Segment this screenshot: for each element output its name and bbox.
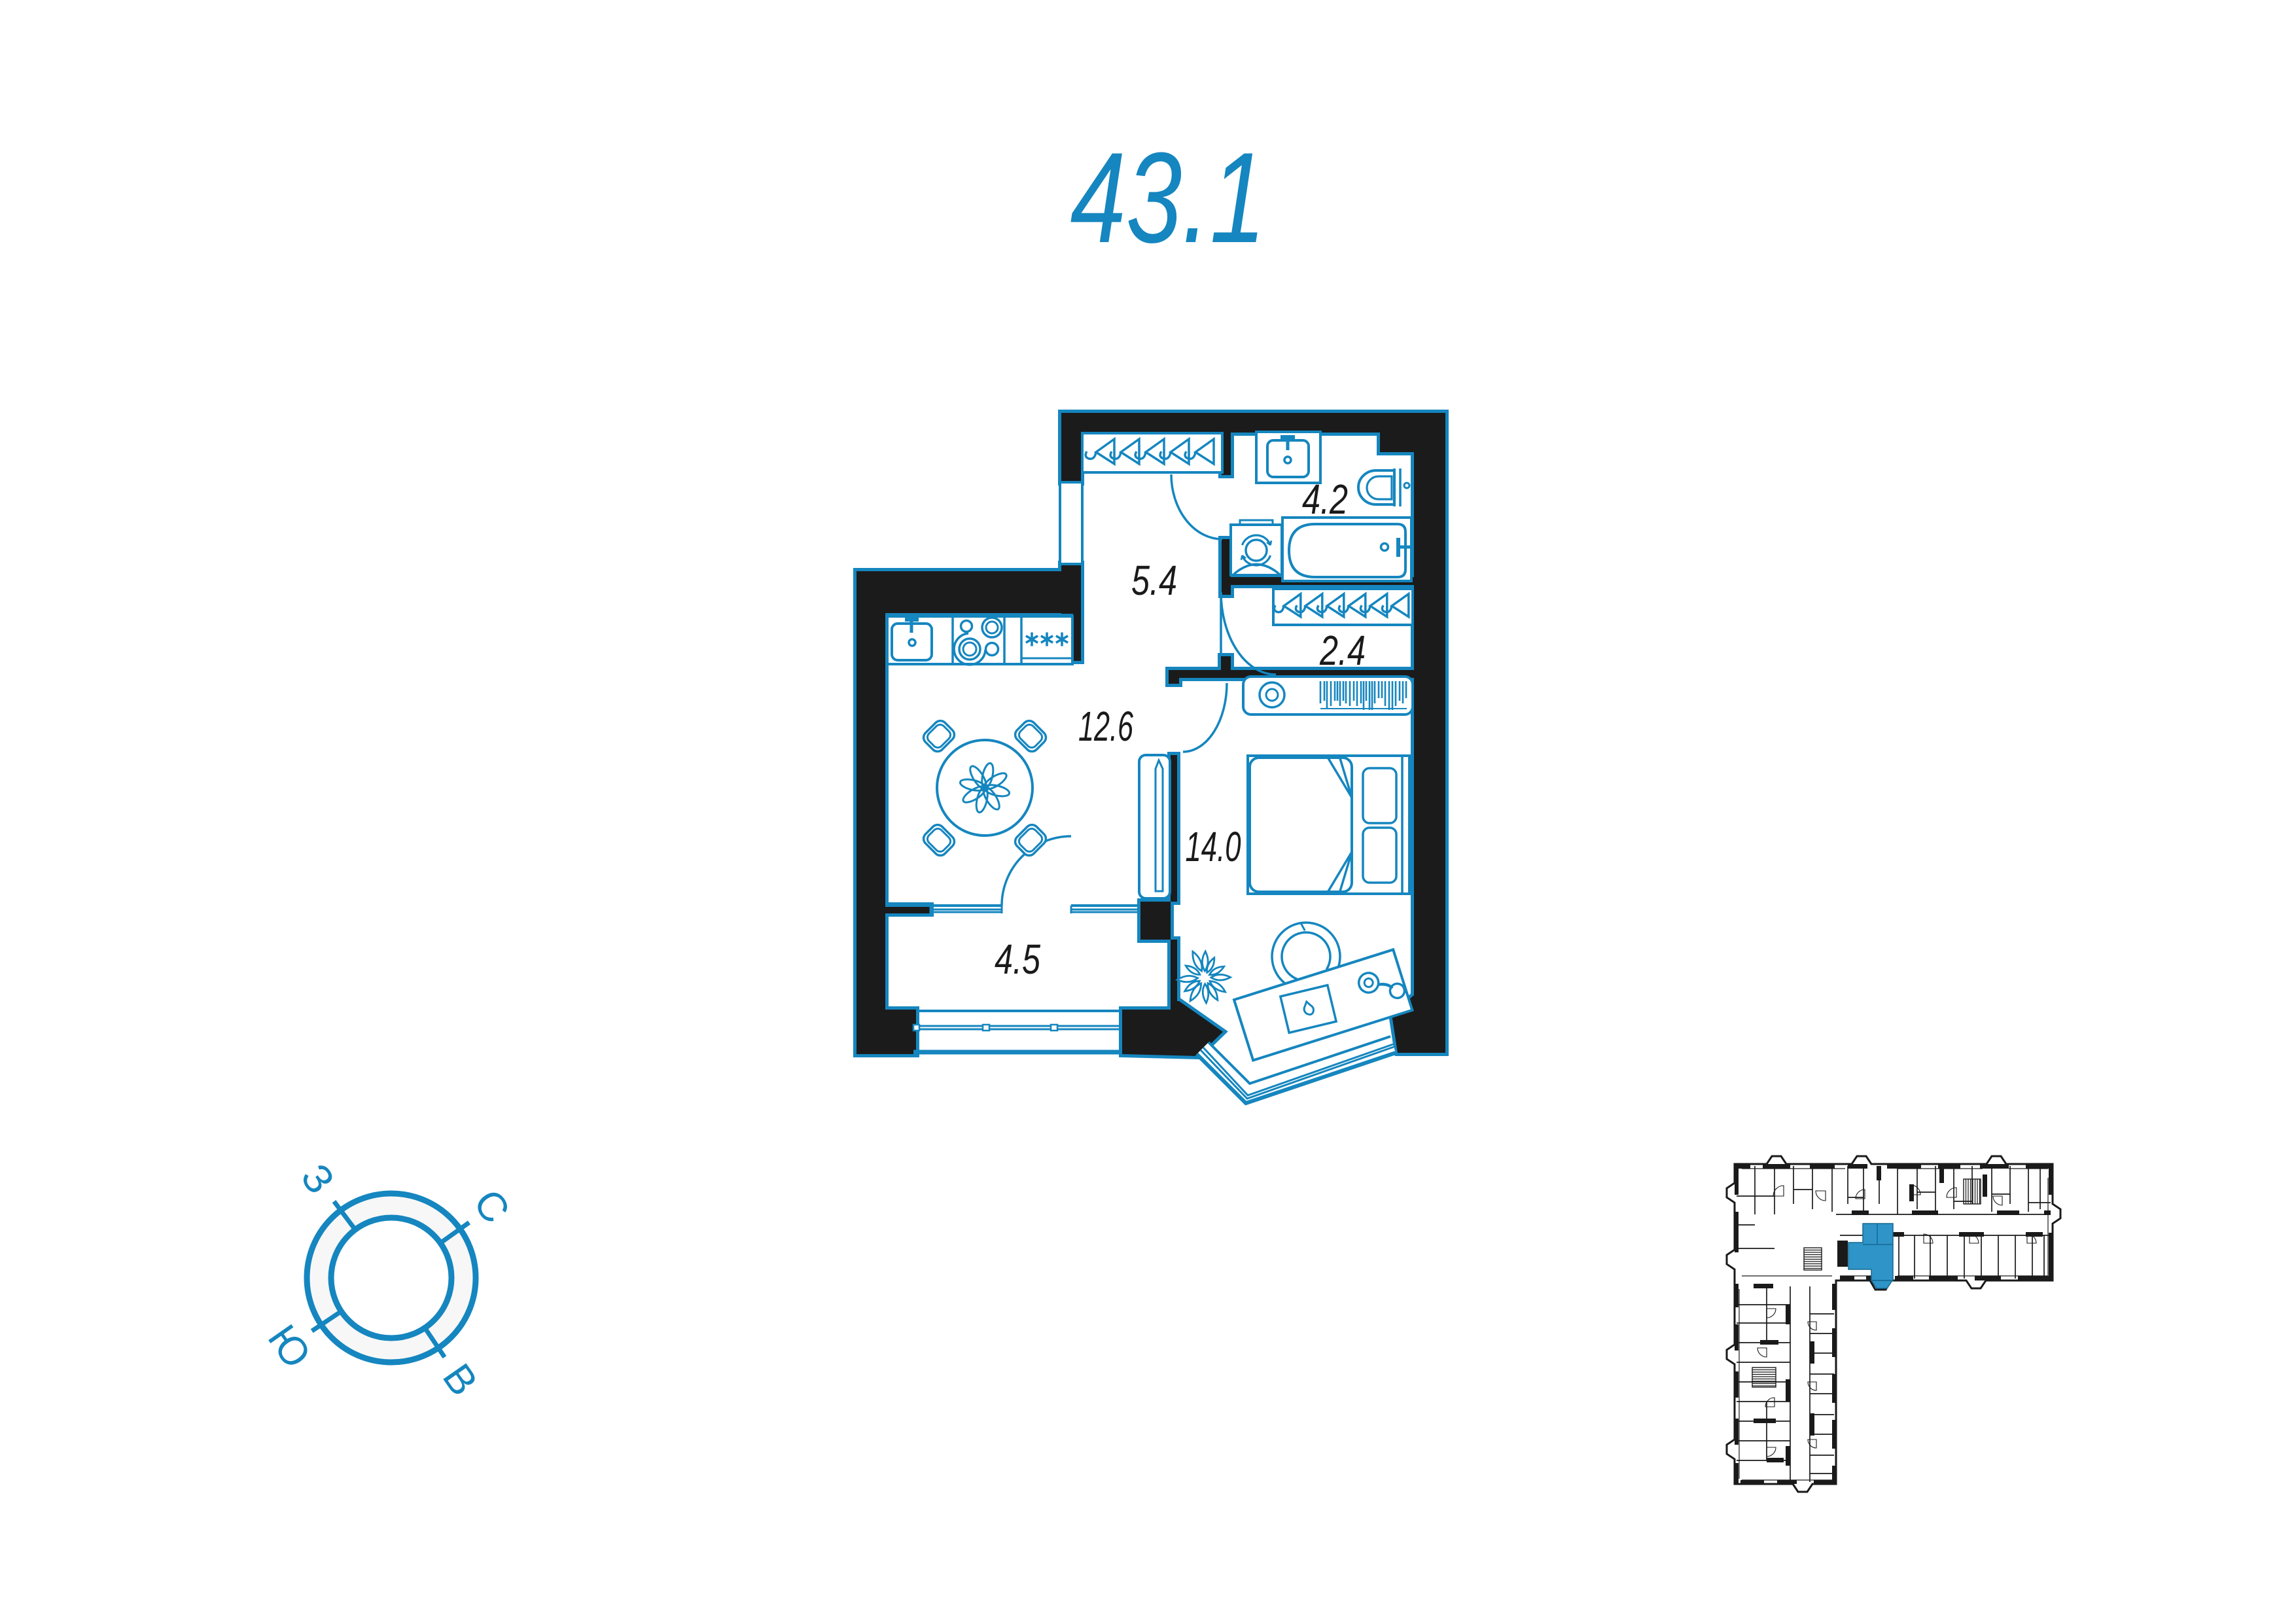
svg-text:43.1: 43.1 xyxy=(1070,126,1265,270)
svg-text:12.6: 12.6 xyxy=(1078,703,1133,750)
svg-text:2.4: 2.4 xyxy=(1319,627,1366,674)
svg-text:4.2: 4.2 xyxy=(1302,476,1348,523)
svg-text:4.5: 4.5 xyxy=(995,936,1041,983)
svg-text:5.4: 5.4 xyxy=(1131,557,1177,604)
svg-text:14.0: 14.0 xyxy=(1186,823,1241,870)
